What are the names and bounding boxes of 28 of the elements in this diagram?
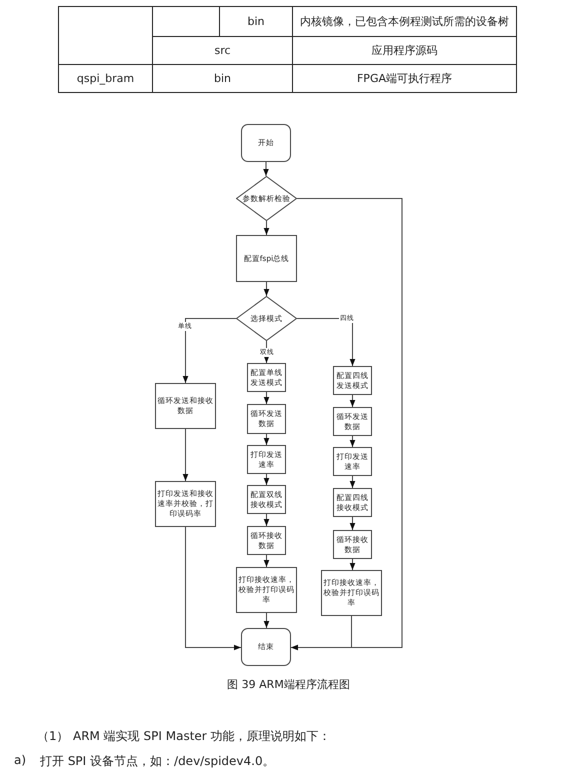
arrow	[264, 340, 270, 364]
table-cell: FPGA端可执行程序	[292, 64, 517, 93]
arrow	[264, 612, 270, 628]
arrow	[264, 514, 270, 526]
table-cell: 内核镜像，已包含本例程测试所需的设备树	[292, 6, 517, 37]
arrow	[264, 282, 270, 296]
arrow	[263, 162, 269, 176]
arrow	[350, 476, 356, 488]
arrow	[185, 526, 242, 650]
table-cell: qspi_bram	[58, 64, 153, 93]
paragraph-text: ARM 端实现 SPI Master 功能，原理说明如下：	[73, 728, 331, 745]
list-number: （1）	[37, 728, 69, 745]
list-marker: a)	[14, 753, 26, 767]
arrow	[264, 474, 270, 486]
paragraph-text: 打开 SPI 设备节点，如：/dev/spidev4.0。	[40, 753, 275, 770]
arrow	[182, 428, 188, 482]
arrow	[296, 318, 356, 366]
arrow	[264, 554, 270, 568]
arrow	[350, 558, 356, 570]
arrow	[350, 516, 356, 530]
arrow	[350, 394, 356, 408]
arrow	[264, 392, 270, 404]
arrow	[350, 436, 356, 448]
arrow	[182, 318, 236, 384]
arrow	[264, 434, 270, 446]
arrow	[290, 198, 402, 650]
arrow	[264, 220, 270, 236]
figure-caption: 图 39 ARM端程序流程图	[226, 677, 351, 692]
